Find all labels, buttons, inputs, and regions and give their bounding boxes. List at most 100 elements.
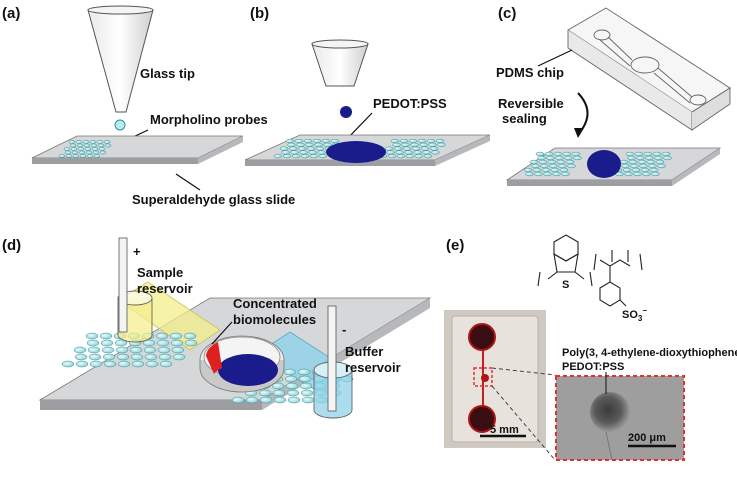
probe-spot (404, 150, 413, 155)
probe-spot (637, 159, 647, 165)
probe-spot (143, 346, 157, 354)
probe-spot (171, 346, 185, 354)
probe-spot (301, 396, 315, 404)
probe-spot (553, 151, 563, 157)
probe-spot (306, 146, 316, 151)
probe-spot (172, 353, 186, 361)
probe-spot (104, 143, 112, 148)
probe-spot (639, 163, 648, 169)
probe-spot (86, 154, 94, 158)
probe-spot (159, 360, 173, 368)
probe-spot (420, 146, 430, 151)
probe-spot (544, 151, 554, 157)
probe-spot (423, 154, 433, 159)
probe-spot (428, 142, 437, 147)
probe-spot (273, 396, 287, 404)
probe-spot (101, 346, 115, 354)
probe-spot (84, 147, 92, 151)
probe-spot (386, 150, 395, 155)
probe-spot (98, 147, 106, 151)
concentrated-biomolecules-band (206, 342, 222, 374)
probe-spot (93, 154, 101, 158)
probe-spot (287, 396, 301, 404)
probe-spot (296, 142, 305, 147)
probe-spot (624, 171, 633, 177)
probe-spot (89, 360, 103, 368)
morpholino-label: Morpholino probes (150, 112, 268, 127)
probe-spot (99, 150, 107, 155)
probe-spot (640, 167, 650, 173)
probe-spot (628, 159, 638, 165)
probe-spot (546, 155, 555, 161)
sample-reservoir (117, 237, 153, 343)
probe-spot (73, 346, 87, 354)
probe-spot (284, 375, 298, 383)
probe-spot (523, 167, 533, 173)
probe-spot (435, 138, 445, 144)
probe-spot (116, 353, 130, 361)
probe-spot (184, 339, 198, 347)
panel-a: (a) Glass tip Morpholino probes Superald… (2, 5, 295, 207)
probe-spot (285, 138, 295, 144)
probe-spot (300, 154, 310, 159)
pedot-spot-d (218, 354, 278, 386)
probe-spot (634, 151, 644, 157)
probe-spot (309, 154, 319, 159)
probe-spot (419, 142, 428, 147)
probe-spot (564, 155, 573, 161)
probe-spot (541, 167, 551, 173)
morpholino-droplet (114, 119, 126, 131)
sulfur-atom: S (562, 279, 569, 291)
probe-spot (396, 154, 406, 159)
probe-spot (330, 138, 340, 144)
pdms-chip (567, 7, 731, 131)
probe-spot (657, 163, 666, 169)
probe-spot (558, 163, 567, 169)
probe-spot (103, 140, 111, 144)
probe-spot (321, 138, 331, 144)
micrograph: 200 μm (555, 375, 685, 461)
probe-spot (627, 155, 636, 161)
probe-spot (91, 147, 99, 151)
probe-spot (300, 389, 314, 397)
probe-spot (273, 154, 283, 159)
probe-spot (74, 353, 88, 361)
probe-spot (90, 143, 98, 148)
probe-spot (534, 171, 543, 177)
probe-spot (571, 151, 581, 157)
probe-spot (625, 151, 635, 157)
probe-spot (622, 167, 632, 173)
probe-spot (387, 154, 397, 159)
panel-c-tag: (c) (498, 5, 516, 22)
probe-spot (540, 163, 549, 169)
probe-spot (525, 171, 534, 177)
probe-spot (72, 154, 80, 158)
probe-spot (75, 140, 83, 144)
glass-tip-icon-b (311, 43, 369, 87)
probe-spot (85, 332, 99, 340)
probe-spot (299, 150, 308, 155)
probe-spot (283, 368, 297, 376)
probe-spot (567, 163, 576, 169)
pedot-spot-c (587, 150, 621, 178)
probe-spot (83, 143, 91, 148)
probe-spot (297, 146, 307, 151)
probe-spot (82, 140, 90, 144)
chip-photo: 5 mm (444, 310, 546, 448)
probe-spot (655, 159, 665, 165)
zoom-region-box (473, 367, 493, 387)
probe-spot (286, 389, 300, 397)
probe-spot (621, 163, 630, 169)
probe-spot (305, 142, 314, 147)
probe-spot (437, 142, 446, 147)
cathode-electrode (327, 305, 337, 412)
probe-spot (61, 360, 75, 368)
probe-spot (100, 339, 114, 347)
probe-spot (70, 147, 78, 151)
probe-spot (619, 159, 629, 165)
probe-spot (654, 155, 663, 161)
probe-spot (279, 146, 289, 151)
probe-spot (75, 360, 89, 368)
probe-spot (231, 396, 245, 404)
probe-spot (145, 360, 159, 368)
